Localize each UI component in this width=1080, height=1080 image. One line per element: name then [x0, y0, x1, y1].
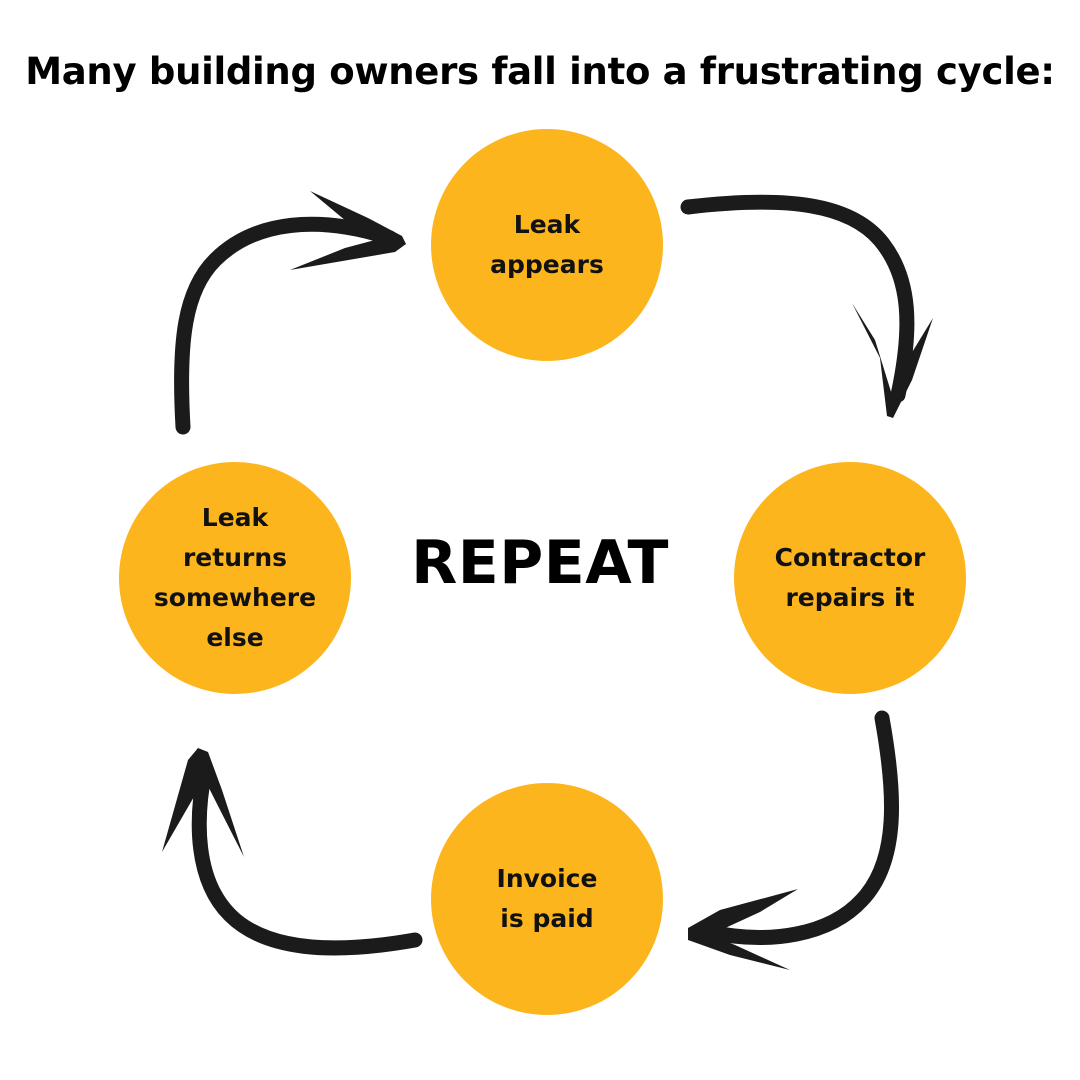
arrowhead-bottom — [688, 889, 798, 970]
arrowhead-right — [852, 303, 933, 418]
arrowhead-top — [290, 191, 406, 270]
step-label: Leak appears — [490, 210, 604, 279]
step-invoice-paid: Invoice is paid — [431, 783, 663, 1015]
arrow-right-to-bottom — [688, 710, 900, 970]
repeat-label: REPEAT — [411, 528, 669, 598]
arrow-left-to-top — [174, 191, 406, 435]
step-label: Contractor repairs it — [774, 543, 926, 612]
arrow-bottom-to-left — [162, 748, 423, 956]
diagram-title: Many building owners fall into a frustra… — [25, 50, 1055, 93]
step-label: Leak returns somewhere else — [153, 503, 317, 652]
step-leak-returns: Leak returns somewhere else — [119, 462, 351, 694]
arrow-top-to-right — [680, 194, 933, 418]
step-leak-appears: Leak appears — [431, 129, 663, 361]
arrowhead-left — [162, 748, 244, 857]
step-label: Invoice is paid — [496, 864, 598, 933]
step-contractor-repairs: Contractor repairs it — [734, 462, 966, 694]
